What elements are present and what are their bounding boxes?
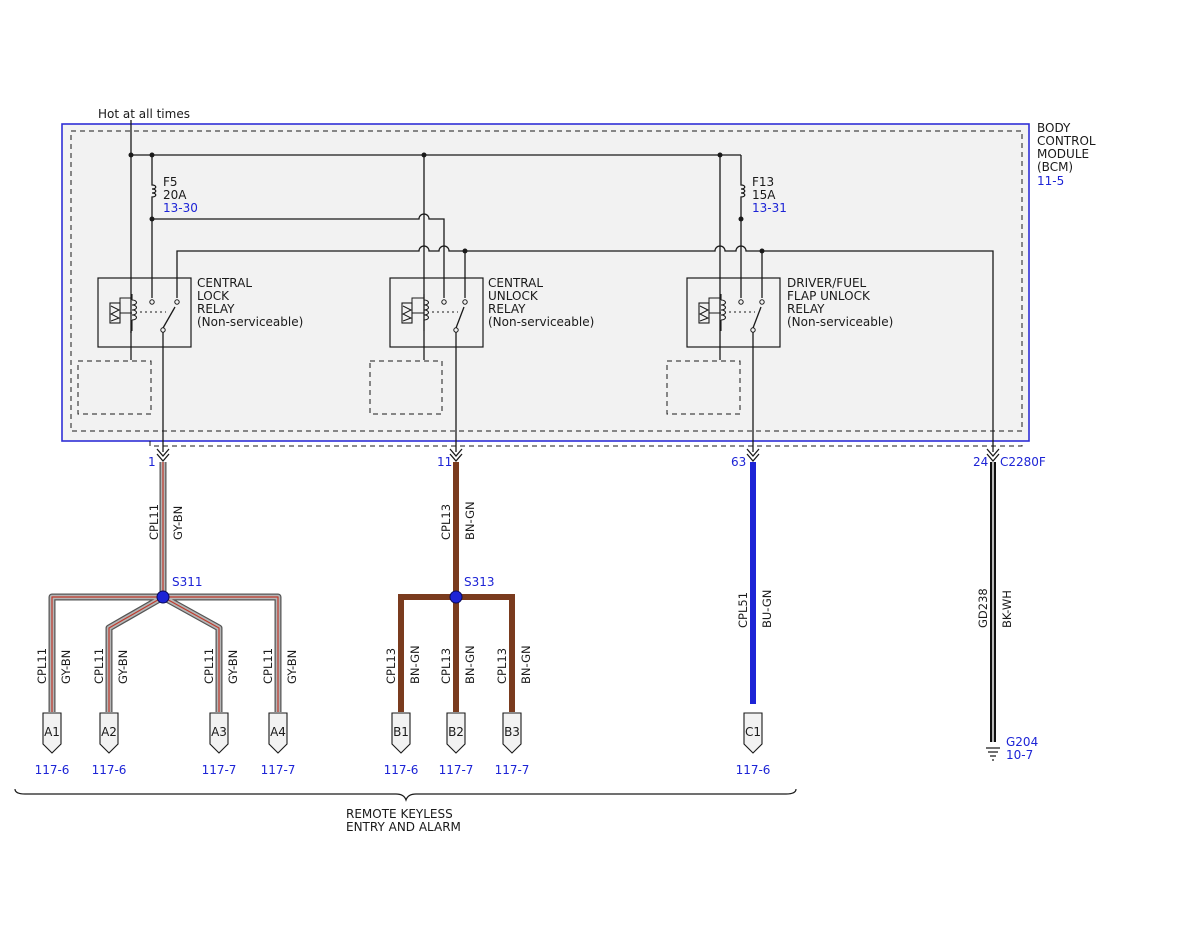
- branch-b3-color: BN-GN: [519, 645, 533, 684]
- branch-a1-circuit: CPL11: [35, 648, 49, 684]
- branch-b2-color: BN-GN: [463, 645, 477, 684]
- ref-b2[interactable]: 117-7: [439, 763, 474, 777]
- svg-text:A4: A4: [270, 725, 286, 739]
- ground-icon: [986, 747, 1000, 761]
- pin-63: 63: [731, 455, 746, 469]
- driver-fuel-flap-unlock-relay: [686, 277, 781, 452]
- wire-cpl13: [398, 462, 515, 712]
- relay-2-line-1: CENTRAL: [488, 276, 543, 290]
- ref-b1[interactable]: 117-6: [384, 763, 419, 777]
- system-label-line-2: ENTRY AND ALARM: [346, 820, 461, 834]
- relay-2-line-4: (Non-serviceable): [488, 315, 594, 329]
- wire-cpl11-color: GY-BN: [171, 506, 185, 540]
- relay-3-line-4: (Non-serviceable): [787, 315, 893, 329]
- fuse-f13-rating: 15A: [752, 188, 776, 202]
- splice-s311: [156, 590, 170, 604]
- pin-24: 24: [973, 455, 988, 469]
- svg-text:A3: A3: [211, 725, 227, 739]
- terminal-b2[interactable]: B2: [446, 712, 466, 754]
- splice-s313: [449, 590, 463, 604]
- svg-text:B1: B1: [393, 725, 409, 739]
- ref-c1[interactable]: 117-6: [736, 763, 771, 777]
- relay-2-line-3: RELAY: [488, 302, 526, 316]
- branch-b1-circuit: CPL13: [384, 648, 398, 684]
- terminal-c1[interactable]: C1: [743, 712, 763, 754]
- wire-gd238-color: BK-WH: [1000, 590, 1014, 628]
- fuse-f13-ref[interactable]: 13-31: [752, 201, 787, 215]
- wire-cpl11-branches: [48, 593, 282, 712]
- bcm-label-line-2: CONTROL: [1037, 134, 1096, 148]
- terminal-b3[interactable]: B3: [502, 712, 522, 754]
- splice-s311-label: S311: [172, 575, 203, 589]
- bcm-label-line-1: BODY: [1037, 121, 1071, 135]
- wire-gd238-circuit: GD238: [976, 588, 990, 628]
- terminal-a3[interactable]: A3: [209, 712, 229, 754]
- relay-3-line-1: DRIVER/FUEL: [787, 276, 867, 290]
- supply-label: Hot at all times: [98, 107, 190, 121]
- central-unlock-relay: [389, 277, 484, 452]
- wire-cpl13-circuit: CPL13: [439, 504, 453, 540]
- wire-cpl51-color: BU-GN: [760, 590, 774, 628]
- fuse-f5-ref[interactable]: 13-30: [163, 201, 198, 215]
- terminal-a4[interactable]: A4: [268, 712, 288, 754]
- svg-text:B2: B2: [448, 725, 464, 739]
- terminal-a1[interactable]: A1: [42, 712, 62, 754]
- terminal-b1[interactable]: B1: [391, 712, 411, 754]
- bcm-label-line-4: (BCM): [1037, 160, 1073, 174]
- wire-cpl13-color: BN-GN: [463, 501, 477, 540]
- branch-a4-circuit: CPL11: [261, 648, 275, 684]
- system-label-line-1: REMOTE KEYLESS: [346, 807, 453, 821]
- branch-a2-circuit: CPL11: [92, 648, 106, 684]
- svg-text:C1: C1: [745, 725, 761, 739]
- svg-text:A2: A2: [101, 725, 117, 739]
- central-lock-relay: [97, 277, 192, 452]
- relay-1-line-1: CENTRAL: [197, 276, 252, 290]
- relay-3-line-2: FLAP UNLOCK: [787, 289, 871, 303]
- ref-b3[interactable]: 117-7: [495, 763, 530, 777]
- bcm-boundary: [61, 123, 1030, 442]
- ground-g204[interactable]: G204: [1006, 735, 1038, 749]
- bcm-ref[interactable]: 11-5: [1037, 174, 1064, 188]
- relay-2-line-2: UNLOCK: [488, 289, 539, 303]
- relay-1-line-3: RELAY: [197, 302, 235, 316]
- relay-1-line-4: (Non-serviceable): [197, 315, 303, 329]
- bcm-label-line-3: MODULE: [1037, 147, 1089, 161]
- terminal-a2[interactable]: A2: [99, 712, 119, 754]
- fuse-f5-rating: 20A: [163, 188, 187, 202]
- relay-3-line-3: RELAY: [787, 302, 825, 316]
- pin-11: 11: [437, 455, 452, 469]
- fuse-f13-name: F13: [752, 175, 774, 189]
- branch-b2-circuit: CPL13: [439, 648, 453, 684]
- wire-cpl51-circuit: CPL51: [736, 592, 750, 628]
- branch-a1-color: GY-BN: [59, 650, 73, 684]
- wire-cpl11-circuit: CPL11: [147, 504, 161, 540]
- system-brace: [14, 788, 797, 802]
- ground-ref[interactable]: 10-7: [1006, 748, 1033, 762]
- pin-1: 1: [148, 455, 156, 469]
- branch-a3-circuit: CPL11: [202, 648, 216, 684]
- connector-c2280f[interactable]: C2280F: [1000, 455, 1046, 469]
- branch-b1-color: BN-GN: [408, 645, 422, 684]
- branch-b3-circuit: CPL13: [495, 648, 509, 684]
- ref-a4[interactable]: 117-7: [261, 763, 296, 777]
- bcm-internal-boundary: [70, 130, 1023, 432]
- branch-a2-color: GY-BN: [116, 650, 130, 684]
- branch-a3-color: GY-BN: [226, 650, 240, 684]
- relay-1-line-2: LOCK: [197, 289, 230, 303]
- splice-s313-label: S313: [464, 575, 495, 589]
- ref-a2[interactable]: 117-6: [92, 763, 127, 777]
- branch-a4-color: GY-BN: [285, 650, 299, 684]
- fuse-f5-name: F5: [163, 175, 178, 189]
- svg-text:B3: B3: [504, 725, 520, 739]
- svg-text:A1: A1: [44, 725, 60, 739]
- ref-a3[interactable]: 117-7: [202, 763, 237, 777]
- ref-a1[interactable]: 117-6: [35, 763, 70, 777]
